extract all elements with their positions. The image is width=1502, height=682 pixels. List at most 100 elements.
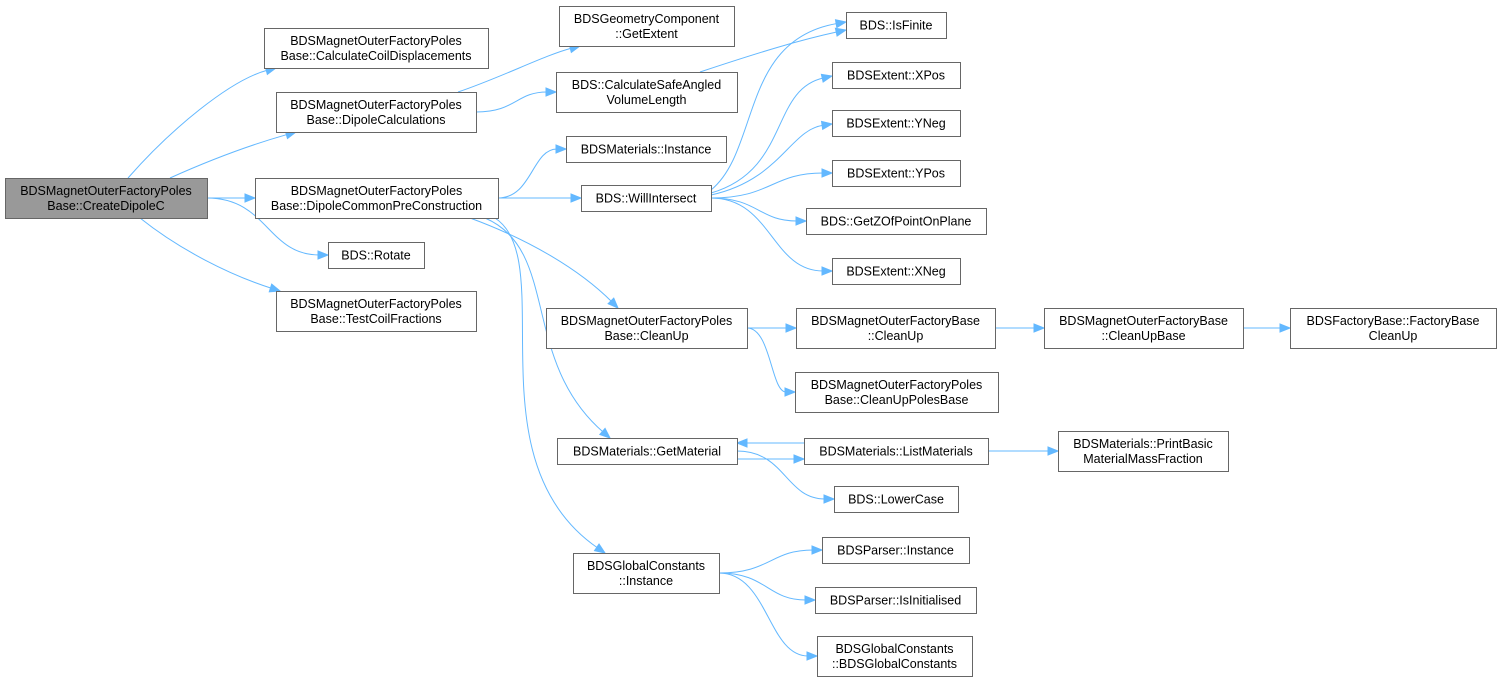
- node-box: [1058, 431, 1229, 472]
- edge-baseCleanUp-to-cleanUpBase: [995, 323, 1046, 333]
- edge-line: [746, 327, 787, 393]
- node-label: Base::DipoleCalculations: [307, 113, 446, 127]
- node-box: [276, 92, 477, 133]
- arrowhead-icon: [1033, 323, 1046, 333]
- edge-line: [139, 217, 272, 289]
- edge-willIntersect-to-yPos: [710, 168, 834, 199]
- edge-cleanUp-to-cleanUpPolesBase: [746, 327, 797, 397]
- edge-line: [469, 217, 612, 302]
- node-box: [822, 537, 970, 564]
- edge-line: [206, 197, 320, 256]
- edge-line: [736, 450, 826, 500]
- edge-willIntersect-to-xNeg: [710, 197, 834, 276]
- node-label: BDSFactoryBase::FactoryBase: [1307, 314, 1480, 328]
- node-box: [556, 72, 738, 113]
- node-dipoleCalc[interactable]: BDSMagnetOuterFactoryPolesBase::DipoleCa…: [276, 92, 477, 133]
- node-cleanUpBase[interactable]: BDSMagnetOuterFactoryBase::CleanUpBase: [1044, 308, 1244, 349]
- node-rotate[interactable]: BDS::Rotate: [328, 242, 425, 269]
- edge-getMaterial-to-listMaterials: [737, 454, 806, 464]
- arrowhead-icon: [793, 454, 806, 464]
- node-testCoil[interactable]: BDSMagnetOuterFactoryPolesBase::TestCoil…: [276, 291, 477, 332]
- edge-getMaterial-to-lowerCase: [736, 450, 836, 504]
- node-label: BDS::CalculateSafeAngled: [572, 78, 721, 92]
- node-label: ::CleanUp: [868, 329, 924, 343]
- edge-line: [484, 217, 604, 433]
- node-label: BDSMagnetOuterFactoryBase: [1059, 314, 1228, 328]
- node-cleanUpPolesBase[interactable]: BDSMagnetOuterFactoryPolesBase::CleanUpP…: [795, 372, 999, 413]
- node-label: Base::DipoleCommonPreConstruction: [271, 199, 482, 213]
- arrowhead-icon: [821, 266, 834, 276]
- node-gcInstance[interactable]: BDSGlobalConstants::Instance: [573, 553, 720, 594]
- node-label: Base::CleanUp: [604, 329, 688, 343]
- node-printBasic[interactable]: BDSMaterials::PrintBasicMaterialMassFrac…: [1058, 431, 1229, 472]
- node-label: Base::TestCoilFractions: [310, 312, 441, 326]
- node-dipolePre[interactable]: BDSMagnetOuterFactoryPolesBase::DipoleCo…: [255, 178, 499, 219]
- node-label: VolumeLength: [607, 93, 687, 107]
- edge-root-to-calcCoil: [127, 66, 278, 179]
- node-listMaterials[interactable]: BDSMaterials::ListMaterials: [804, 438, 989, 465]
- arrowhead-icon: [1279, 323, 1292, 333]
- edge-dipolePre-to-gcInstance: [494, 217, 607, 554]
- node-box: [1044, 308, 1244, 349]
- node-isFinite[interactable]: BDS::IsFinite: [846, 12, 947, 39]
- node-lowerCase[interactable]: BDS::LowerCase: [834, 486, 959, 513]
- edge-line: [718, 572, 807, 601]
- node-label: BDS::Rotate: [341, 249, 411, 263]
- node-box: [817, 636, 973, 677]
- node-yNeg[interactable]: BDSExtent::YNeg: [832, 110, 961, 137]
- node-label: ::BDSGlobalConstants: [832, 657, 957, 671]
- node-baseCleanUp[interactable]: BDSMagnetOuterFactoryBase::CleanUp: [796, 308, 996, 349]
- arrowhead-icon: [593, 543, 607, 554]
- node-box: [1290, 308, 1497, 349]
- edge-gcInstance-to-gcCtor: [718, 572, 819, 661]
- edge-line: [710, 197, 798, 222]
- node-label: BDS::WillIntersect: [596, 192, 697, 206]
- node-label: BDSGeometryComponent: [574, 12, 720, 26]
- edge-line: [169, 133, 288, 179]
- arrowhead-icon: [823, 494, 836, 504]
- node-label: BDS::IsFinite: [860, 19, 933, 33]
- arrowhead-icon: [834, 19, 848, 29]
- node-label: BDSMagnetOuterFactoryBase: [811, 314, 980, 328]
- edge-dipolePre-to-getMaterial: [484, 217, 612, 439]
- arrowhead-icon: [268, 283, 282, 293]
- node-box: [834, 486, 959, 513]
- node-xPos[interactable]: BDSExtent::XPos: [832, 62, 961, 89]
- node-getZ[interactable]: BDS::GetZOfPointOnPlane: [806, 208, 987, 235]
- node-parserInit[interactable]: BDSParser::IsInitialised: [815, 587, 977, 614]
- node-xNeg[interactable]: BDSExtent::XNeg: [832, 258, 961, 285]
- node-label: BDS::LowerCase: [848, 493, 944, 507]
- arrowhead-icon: [804, 595, 817, 605]
- edge-dipolePre-to-willIntersect: [497, 193, 583, 203]
- arrowhead-icon: [820, 120, 834, 131]
- node-label: ::CleanUpBase: [1101, 329, 1185, 343]
- node-getExtent[interactable]: BDSGeometryComponent::GetExtent: [559, 6, 735, 47]
- node-box: [806, 208, 987, 235]
- arrowhead-icon: [735, 438, 748, 448]
- node-label: BDSExtent::YNeg: [846, 117, 945, 131]
- edge-gcInstance-to-parserInstance: [718, 545, 824, 574]
- arrowhead-icon: [785, 323, 798, 333]
- node-root[interactable]: BDSMagnetOuterFactoryPolesBase::CreateDi…: [5, 178, 208, 219]
- node-label: BDSMagnetOuterFactoryPoles: [290, 297, 462, 311]
- arrowhead-icon: [1047, 446, 1060, 456]
- node-box: [581, 185, 712, 212]
- node-yPos[interactable]: BDSExtent::YPos: [832, 160, 961, 187]
- node-box: [832, 110, 961, 137]
- node-matInstance[interactable]: BDSMaterials::Instance: [566, 136, 727, 163]
- node-willIntersect[interactable]: BDS::WillIntersect: [581, 185, 712, 212]
- node-parserInstance[interactable]: BDSParser::Instance: [822, 537, 970, 564]
- node-label: MaterialMassFraction: [1083, 452, 1203, 466]
- node-getMaterial[interactable]: BDSMaterials::GetMaterial: [557, 438, 738, 465]
- edge-cleanUp-to-baseCleanUp: [747, 323, 798, 333]
- node-calcCoil[interactable]: BDSMagnetOuterFactoryPolesBase::Calculat…: [264, 28, 489, 69]
- arrowhead-icon: [806, 651, 819, 661]
- edge-willIntersect-to-isFinite: [710, 19, 848, 191]
- arrowhead-icon: [317, 250, 330, 260]
- node-box: [566, 136, 727, 163]
- node-gcCtor[interactable]: BDSGlobalConstants::BDSGlobalConstants: [817, 636, 973, 677]
